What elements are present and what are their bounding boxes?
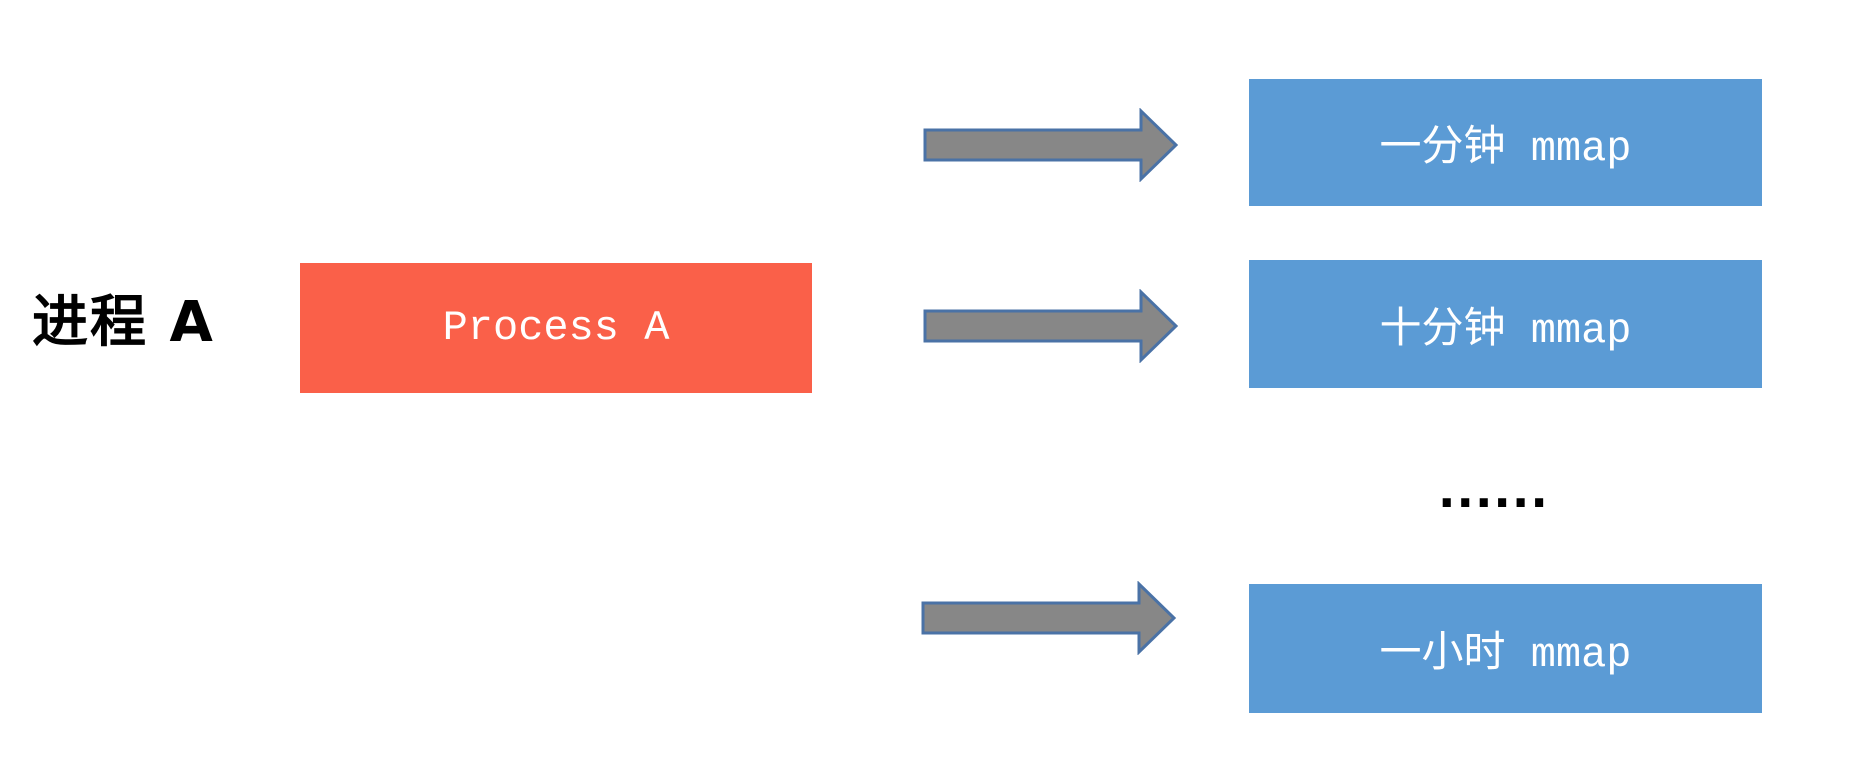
mmap-box-ten-minutes: 十分钟 mmap — [1249, 260, 1762, 388]
mmap-box-one-hour: 一小时 mmap — [1249, 584, 1762, 713]
process-a-box: Process A — [300, 263, 812, 393]
right-arrow-icon — [923, 108, 1179, 182]
mmap-box-one-minute-label: 一分钟 mmap — [1379, 125, 1632, 173]
right-arrow-icon — [921, 581, 1177, 655]
mmap-box-one-minute: 一分钟 mmap — [1249, 79, 1762, 206]
ellipsis-text: ...... — [1438, 464, 1549, 518]
mmap-box-one-hour-label: 一小时 mmap — [1379, 631, 1632, 679]
process-group-label: 进程 A — [32, 290, 215, 355]
right-arrow-icon — [923, 289, 1179, 363]
mmap-box-ten-minutes-label: 十分钟 mmap — [1379, 306, 1632, 355]
process-a-box-label: Process A — [442, 304, 670, 352]
